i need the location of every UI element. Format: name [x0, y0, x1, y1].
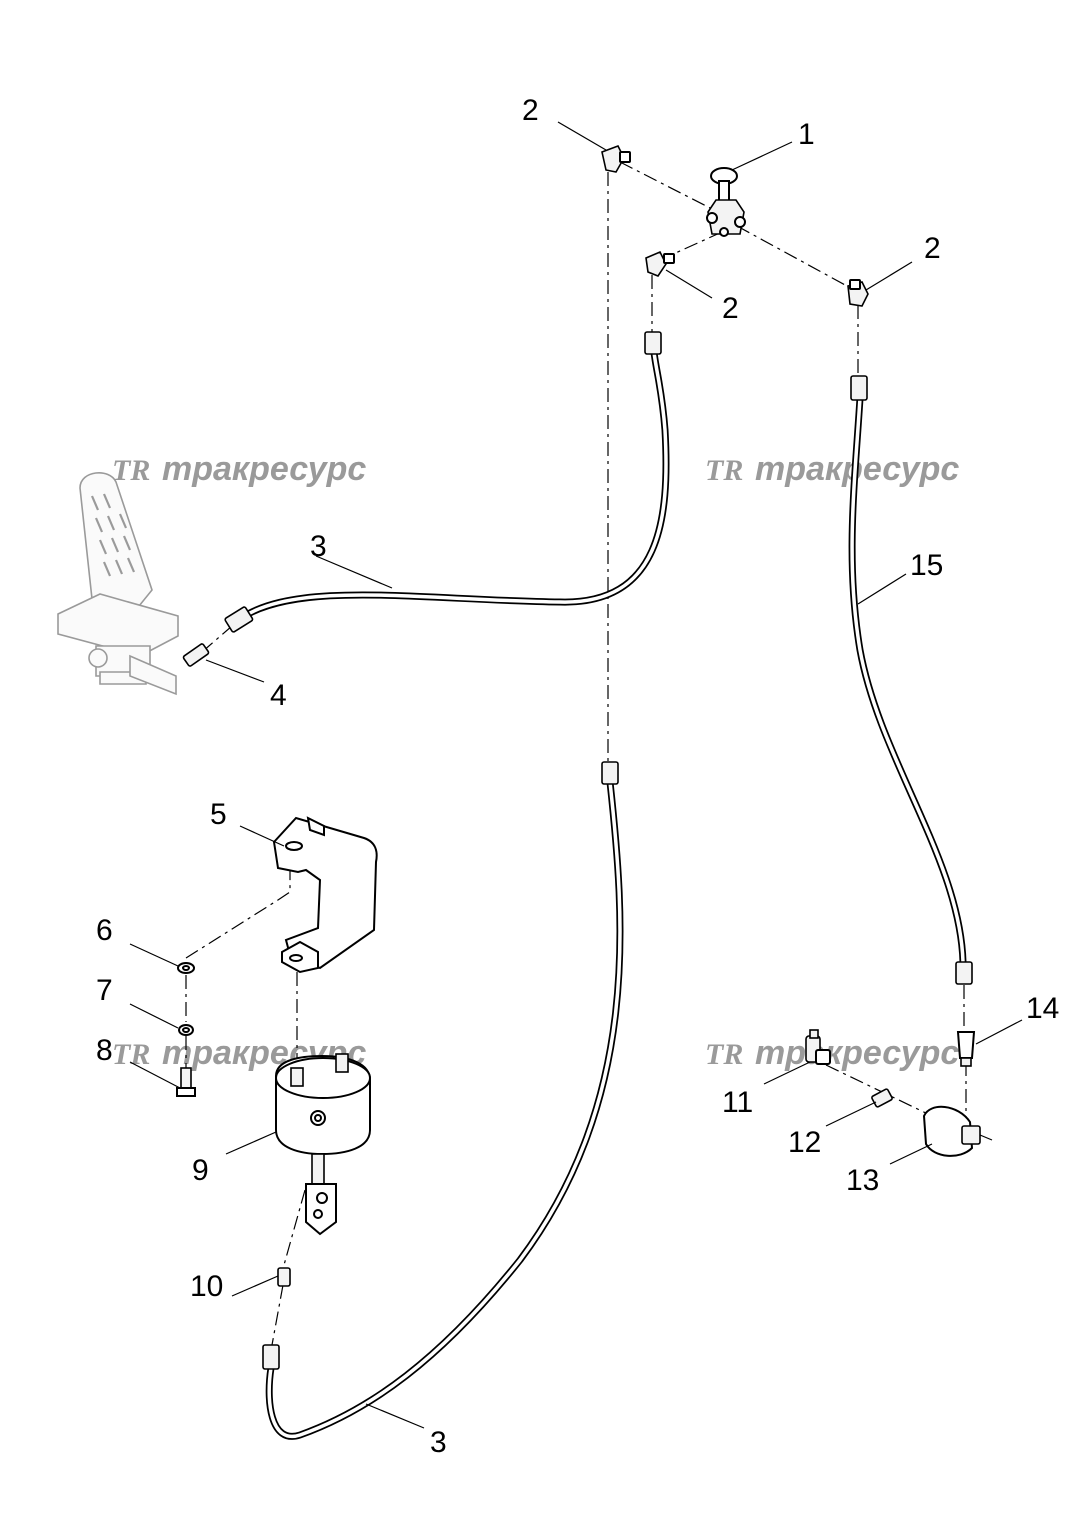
hose-3-lower — [265, 778, 624, 1440]
leader-lines — [129, 121, 1023, 1429]
callout-9: 9 — [192, 1154, 209, 1187]
callout-2-right: 2 — [924, 232, 941, 265]
adapter-fitting — [182, 643, 210, 667]
callout-13: 13 — [846, 1164, 879, 1197]
bolt — [176, 1067, 196, 1097]
callout-2-middle: 2 — [722, 292, 739, 325]
callout-8: 8 — [96, 1034, 113, 1067]
elbow-fitting-2a — [601, 144, 631, 173]
callout-4: 4 — [270, 679, 287, 712]
callout-2-top-left: 2 — [522, 94, 539, 127]
mounting-bracket — [272, 816, 378, 974]
callout-14: 14 — [1026, 992, 1059, 1025]
elbow-fitting-2b — [645, 250, 675, 277]
callout-12: 12 — [788, 1126, 821, 1159]
svg-text:тракресурс: тракресурс — [755, 1034, 959, 1072]
straight-fitting — [956, 1031, 976, 1067]
watermark-top-right: TR тракресурс — [705, 450, 959, 488]
callout-3-upper: 3 — [310, 530, 327, 563]
watermark-top-left: TR тракресурс — [112, 450, 366, 488]
hand-control-valve — [706, 167, 746, 237]
callout-6: 6 — [96, 914, 113, 947]
connector-fitting — [871, 1088, 893, 1108]
callout-10: 10 — [190, 1270, 223, 1303]
svg-text:TR: TR — [112, 454, 150, 487]
callout-7: 7 — [96, 974, 113, 1007]
elbow-fitting-2c — [847, 279, 869, 307]
nipple-fitting — [277, 1267, 291, 1287]
callout-5: 5 — [210, 798, 227, 831]
callout-11: 11 — [722, 1086, 753, 1119]
callout-1: 1 — [798, 118, 815, 151]
hose-3-upper — [237, 348, 670, 622]
brake-chamber — [275, 1053, 371, 1236]
lock-washer — [178, 1024, 194, 1036]
pressure-switch — [922, 1105, 993, 1157]
tee-fitting — [805, 1029, 831, 1065]
hose-15 — [848, 394, 967, 966]
svg-text:TR: TR — [705, 1038, 743, 1071]
brake-pedal-assembly — [57, 472, 179, 696]
callout-labels: 2 1 2 2 3 15 4 5 6 7 8 9 10 3 11 12 13 1… — [96, 94, 1059, 1459]
hose-fittings — [224, 331, 973, 1370]
callout-15: 15 — [910, 549, 943, 582]
callout-3-lower: 3 — [430, 1426, 447, 1459]
watermark-bottom-right: TR тракресурс — [705, 1034, 959, 1072]
washer — [177, 962, 195, 974]
svg-text:TR: TR — [705, 454, 743, 487]
svg-text:TR: TR — [112, 1038, 150, 1071]
svg-text:тракресурс: тракресурс — [162, 450, 366, 488]
